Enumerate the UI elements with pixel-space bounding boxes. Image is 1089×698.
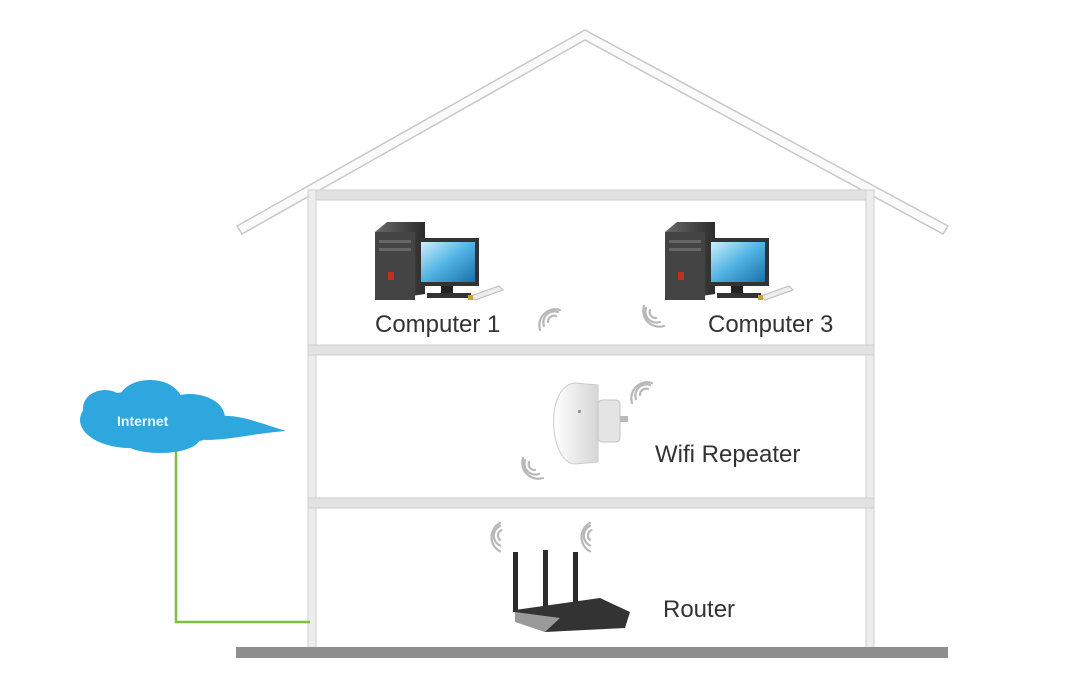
internet-label: Internet [117, 413, 169, 429]
computer-1: Computer 1 [374, 221, 562, 338]
floor-divider-upper [307, 344, 875, 356]
wifi-signal-icon [573, 521, 606, 553]
desktop-computer-icon [374, 221, 504, 301]
wifi-signal-icon [630, 381, 654, 405]
desktop-computer-icon [664, 221, 794, 301]
wired-connection-line [174, 449, 310, 624]
wifi-repeater-label: Wifi Repeater [655, 441, 800, 468]
router: Router [483, 521, 735, 632]
computer-1-label: Computer 1 [375, 311, 500, 338]
ground-line [236, 647, 948, 658]
roof [235, 29, 950, 236]
wifi-signal-icon [642, 304, 666, 328]
internet-cloud: Internet [80, 380, 310, 624]
wireless-router-icon [513, 550, 630, 632]
router-label: Router [663, 596, 735, 623]
wifi-signal-icon [521, 456, 545, 480]
floor-divider-lower [307, 497, 875, 509]
wifi-signal-icon [538, 308, 562, 332]
wifi-repeater: Wifi Repeater [521, 381, 800, 480]
computer-3-label: Computer 3 [708, 311, 833, 338]
house-structure [236, 189, 948, 658]
wifi-repeater-icon [553, 382, 628, 465]
wifi-signal-icon [483, 521, 516, 553]
computer-3: Computer 3 [642, 221, 833, 338]
